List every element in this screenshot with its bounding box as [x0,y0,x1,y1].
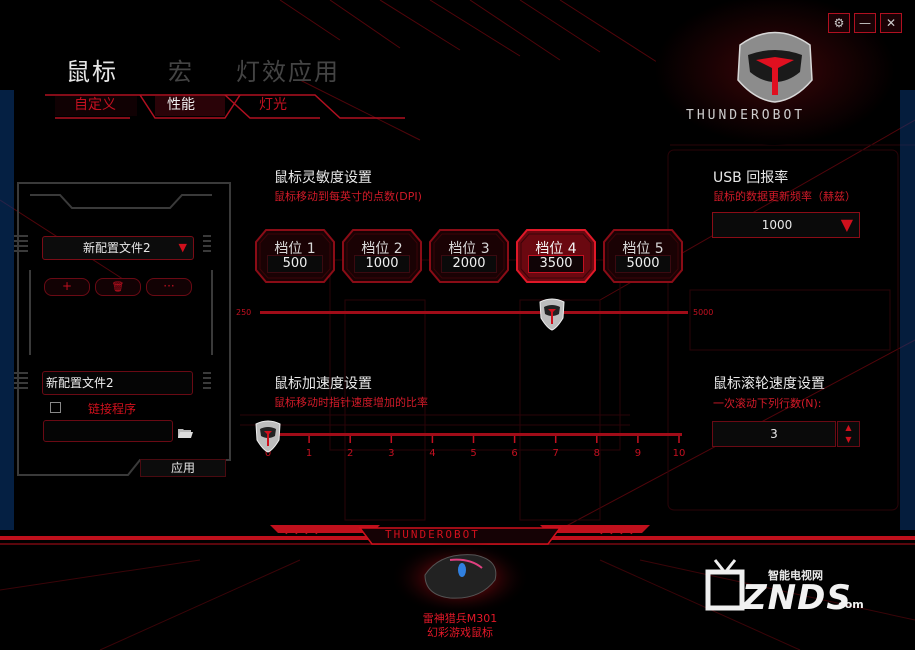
dpi-stage-label: 档位 5 [622,241,664,257]
dpi-stage-label: 档位 2 [361,241,403,257]
stepper-up-icon[interactable]: ▲ [845,423,852,432]
close-icon: ✕ [885,16,897,30]
accel-section-subtitle: 鼠标移动时指针速度增加的比率 [274,396,428,409]
folder-open-icon[interactable] [177,424,193,438]
thunderobot-head-logo [737,31,813,103]
dpi-stage-value[interactable]: 500 [267,255,323,273]
mouse-device-illustration [424,554,497,599]
dpi-stage-value[interactable]: 3500 [528,255,584,273]
add-profile-button[interactable]: + [44,278,90,296]
accel-tick-label: 6 [511,448,518,459]
settings-button[interactable]: ⚙ [828,13,850,33]
accel-section-title: 鼠标加速度设置 [274,376,372,392]
footer-brand-text: THUNDEROBOT [385,528,480,541]
accel-tick-label: 1 [305,448,313,459]
watermark-logo: ZNDS [742,578,852,618]
dpi-stage-value[interactable]: 5000 [615,255,671,273]
scroll-section-subtitle: 一次滚动下列行数(N): [713,397,822,410]
dpi-section-subtitle: 鼠标移动到每英寸的点数(DPI) [274,190,422,203]
profile-select[interactable]: 新配置文件2 ▼ [42,236,194,260]
subtab-lighting[interactable]: 灯光 [259,97,287,113]
usb-section-subtitle: 鼠标的数据更新频率（赫兹） [713,190,856,203]
usb-section-title: USB 回报率 [713,170,789,186]
minimize-button[interactable]: — [854,13,876,33]
subtab-custom[interactable]: 自定义 [74,97,116,113]
delete-profile-button[interactable]: 🗑 [95,278,141,296]
watermark-tagline: 智能电视网 [768,569,823,582]
dpi-stage-label: 档位 4 [535,241,577,257]
chevron-down-icon: ▼ [840,215,853,234]
tv-logo-watermark [705,559,745,611]
dpi-stage-label: 档位 3 [448,241,490,257]
program-path-input[interactable] [43,420,173,442]
tab-lighting-app[interactable]: 灯效应用 [236,58,340,86]
gear-icon: ⚙ [833,16,845,30]
dpi-section-title: 鼠标灵敏度设置 [274,170,372,186]
plus-icon: + [61,279,73,293]
profile-select-value: 新配置文件2 [83,241,151,255]
scroll-lines-input[interactable]: 3 [712,421,836,447]
accel-tick-label: 10 [672,448,686,459]
dpi-slider-handle[interactable] [537,298,567,332]
accel-tick-label: 7 [552,448,559,459]
brand-logo-text: THUNDEROBOT [686,108,806,123]
link-program-label: 链接程序 [88,402,137,416]
device-name-line2: 幻彩游戏鼠标 [427,626,493,639]
apply-button[interactable]: 应用 [140,459,226,477]
scroll-section-title: 鼠标滚轮速度设置 [713,376,825,392]
trash-icon: 🗑 [111,282,125,293]
more-options-button[interactable]: ··· [146,278,192,296]
chevron-down-icon: ▼ [178,241,187,254]
accel-tick-label: 3 [388,448,395,459]
dpi-max-label: 5000 [693,308,714,317]
tab-mouse[interactable]: 鼠标 [66,58,118,86]
more-icon: ··· [163,279,175,293]
link-program-checkbox[interactable] [50,402,61,413]
accel-tick-label: 4 [429,448,436,459]
usb-rate-select[interactable]: 1000 ▼ [712,212,860,238]
usb-rate-value: 1000 [761,218,793,232]
accel-slider-handle[interactable] [253,420,283,454]
accel-tick-label: 5 [470,448,477,459]
dpi-stage-label: 档位 1 [274,241,316,257]
dpi-min-label: 250 [236,308,252,317]
subtab-performance[interactable]: 性能 [167,97,195,113]
close-button[interactable]: ✕ [880,13,902,33]
scroll-lines-stepper[interactable]: ▲ ▼ [837,421,860,447]
minimize-icon: — [859,16,871,30]
profile-name-input[interactable]: 新配置文件2 [42,371,193,395]
tab-macro[interactable]: 宏 [168,58,194,86]
accel-tick-label: 8 [593,448,600,459]
stepper-down-icon[interactable]: ▼ [845,435,852,444]
accel-tick-label: 0 [264,448,272,459]
watermark-domain: .com [834,598,864,611]
device-name-line1: 雷神猎兵M301 [422,612,498,625]
accel-tick-label: 9 [634,448,642,459]
dpi-stage-value[interactable]: 2000 [441,255,497,273]
dpi-stage-value[interactable]: 1000 [354,255,410,273]
accel-tick-label: 2 [347,448,354,459]
